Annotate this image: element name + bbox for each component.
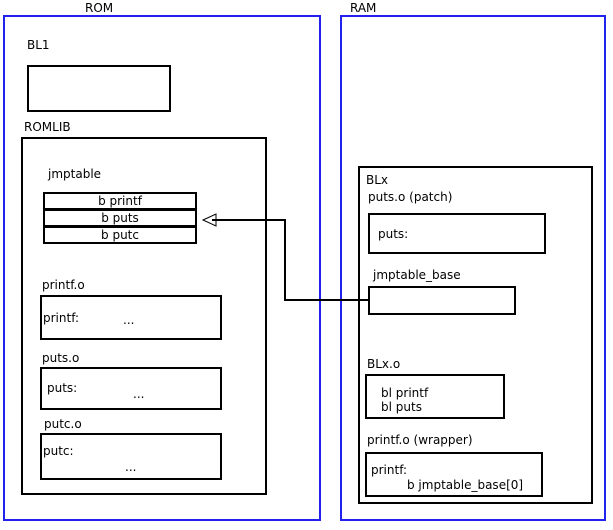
printf-o-label: printf.o — [42, 278, 85, 292]
blx-o-box — [365, 374, 505, 419]
blx-o-line-bl-puts: bl puts — [381, 400, 422, 414]
ram-region-label: RAM — [350, 1, 377, 15]
putc-o-box — [40, 433, 222, 480]
blx-o-label: BLx.o — [367, 357, 401, 371]
printf-o-box — [40, 295, 222, 340]
ram-region — [340, 15, 606, 521]
puts-o-body: ... — [133, 387, 145, 401]
bl1-box — [27, 65, 171, 112]
rom-region-label: ROM — [85, 1, 114, 15]
puts-patch-box — [368, 213, 546, 254]
printf-wrapper-symbol: printf: — [371, 463, 408, 477]
puts-o-symbol: puts: — [47, 381, 78, 395]
bl1-label: BL1 — [27, 38, 50, 52]
printf-o-body: ... — [123, 313, 135, 327]
jmptable-base-label: jmptable_base — [373, 268, 461, 282]
putc-o-symbol: putc: — [43, 444, 74, 458]
printf-wrapper-box — [365, 452, 543, 497]
puts-o-label: puts.o — [42, 351, 80, 365]
putc-o-label: putc.o — [44, 417, 82, 431]
jmptable-entry-putc: b putc — [43, 226, 197, 244]
rom-region — [3, 15, 321, 521]
blx-o-line-bl-printf: bl printf — [381, 386, 429, 400]
puts-patch-symbol: puts: — [378, 227, 409, 241]
printf-wrapper-instruction: b jmptable_base[0] — [407, 478, 524, 492]
blx-label: BLx — [366, 173, 389, 187]
printf-wrapper-label: printf.o (wrapper) — [367, 433, 473, 447]
puts-o-box — [40, 367, 222, 410]
puts-patch-label: puts.o (patch) — [368, 190, 453, 204]
putc-o-body: ... — [125, 460, 137, 474]
printf-o-symbol: printf: — [43, 311, 80, 325]
jmptable-base-box — [368, 286, 516, 315]
romlib-label: ROMLIB — [24, 120, 71, 134]
jmptable-label: jmptable — [48, 167, 102, 181]
